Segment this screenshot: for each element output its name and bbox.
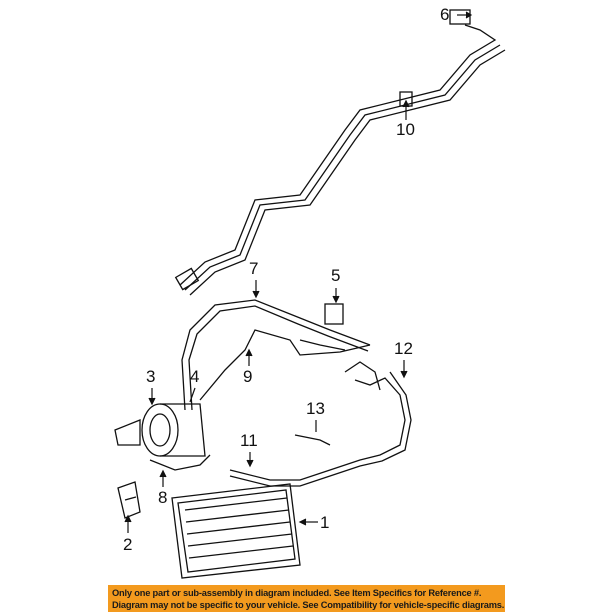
disclaimer-line-1: Only one part or sub-assembly in diagram… (112, 588, 482, 598)
callout-9: 9 (243, 367, 253, 386)
leader-lines (124, 11, 473, 533)
callout-7: 7 (249, 259, 259, 278)
callout-4: 4 (190, 367, 200, 386)
liquid-line (229, 361, 412, 487)
refrigerant-lines (174, 9, 506, 296)
bracket (117, 481, 141, 519)
compressor (114, 403, 211, 471)
callout-8: 8 (158, 488, 168, 507)
callout-11: 11 (240, 431, 258, 450)
condenser (171, 483, 301, 579)
callout-6: 6 (440, 5, 450, 24)
callout-1: 1 (320, 513, 330, 532)
callout-5: 5 (331, 266, 341, 285)
hoses (181, 299, 371, 411)
callout-2: 2 (123, 535, 133, 554)
callout-3: 3 (146, 367, 156, 386)
callout-13: 13 (306, 399, 325, 418)
callout-10: 10 (396, 120, 415, 139)
disclaimer-banner: Only one part or sub-assembly in diagram… (108, 585, 505, 612)
callout-12: 12 (394, 339, 413, 358)
disclaimer-line-2: Diagram may not be specific to your vehi… (112, 600, 505, 610)
